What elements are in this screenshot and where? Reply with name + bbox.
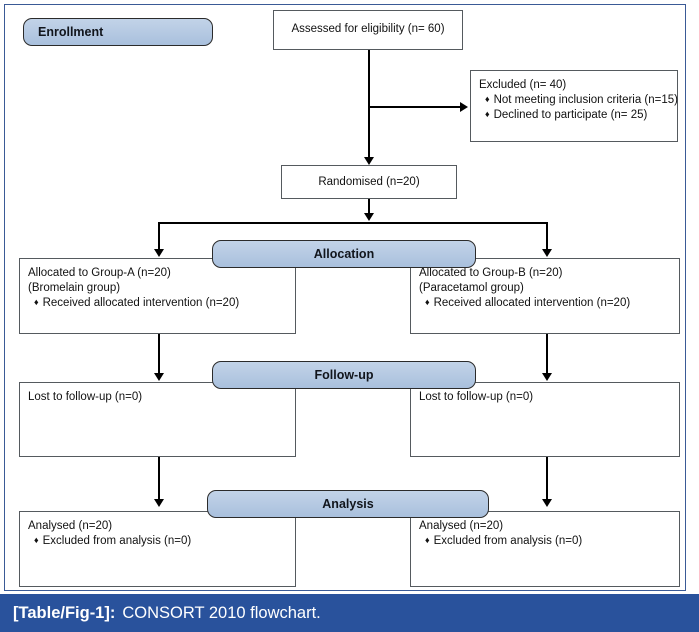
arrowhead-allocation-left <box>154 249 164 257</box>
stage-banner-allocation: Allocation <box>212 240 476 268</box>
figure-caption-text: CONSORT 2010 flowchart. <box>122 603 321 622</box>
figure-caption-bar: [Table/Fig-1]: CONSORT 2010 flowchart. <box>0 594 699 632</box>
node-allocated-group-b-line-1: Allocated to Group-B (n=20) <box>419 267 563 279</box>
node-followup-right: Lost to follow-up (n=0) <box>410 382 680 457</box>
arrowhead-analysis-right <box>542 499 552 507</box>
node-followup-left-line-1: Lost to follow-up (n=0) <box>28 391 143 403</box>
arrowhead-followup-left <box>154 373 164 381</box>
node-assessed-line-1: Assessed for eligibility (n= 60) <box>291 23 445 35</box>
connector-randomised-down <box>368 199 370 219</box>
node-allocated-group-a-bullet-1: Received allocated intervention (n=20) <box>28 296 287 311</box>
arrowhead-followup-right <box>542 373 552 381</box>
node-assessed-for-eligibility: Assessed for eligibility (n= 60) <box>273 10 463 50</box>
connector-allocation-left-drop <box>158 222 160 252</box>
connector-allocation-split <box>158 222 548 224</box>
node-analysis-right-bullet-1: Excluded from analysis (n=0) <box>419 534 671 549</box>
stage-banner-enrollment-label: Enrollment <box>38 25 104 39</box>
stage-banner-followup-label: Follow-up <box>314 368 374 382</box>
node-allocated-group-a-line-2: (Bromelain group) <box>28 282 121 294</box>
figure-caption-tag: [Table/Fig-1]: <box>13 603 116 622</box>
connector-allocation-right-drop <box>546 222 548 252</box>
node-excluded: Excluded (n= 40) Not meeting inclusion c… <box>470 70 678 142</box>
node-allocated-group-a: Allocated to Group-A (n=20) (Bromelain g… <box>19 258 296 334</box>
node-analysis-left-line-1: Analysed (n=20) <box>28 520 113 532</box>
node-analysis-left: Analysed (n=20) Excluded from analysis (… <box>19 511 296 587</box>
stage-banner-analysis-label: Analysis <box>322 497 374 511</box>
node-randomised: Randomised (n=20) <box>281 165 457 199</box>
stage-banner-allocation-label: Allocation <box>313 247 375 261</box>
node-allocated-group-b-bullet-1: Received allocated intervention (n=20) <box>419 296 671 311</box>
node-excluded-line-1: Excluded (n= 40) <box>479 79 567 91</box>
node-analysis-right: Analysed (n=20) Excluded from analysis (… <box>410 511 680 587</box>
connector-followup-to-analysis-right <box>546 457 548 502</box>
arrowhead-randomised-down <box>364 213 374 221</box>
node-excluded-bullet-1: Not meeting inclusion criteria (n=15) <box>479 93 678 108</box>
arrowhead-to-excluded <box>460 102 468 112</box>
arrowhead-analysis-left <box>154 499 164 507</box>
arrowhead-to-randomised <box>364 157 374 165</box>
node-followup-right-line-1: Lost to follow-up (n=0) <box>419 391 534 403</box>
connector-followup-to-analysis-left <box>158 457 160 502</box>
node-analysis-right-line-1: Analysed (n=20) <box>419 520 504 532</box>
stage-banner-followup: Follow-up <box>212 361 476 389</box>
connector-allocation-to-followup-left <box>158 334 160 376</box>
node-analysis-left-bullet-1: Excluded from analysis (n=0) <box>28 534 287 549</box>
node-randomised-line-1: Randomised (n=20) <box>318 176 420 188</box>
stage-banner-enrollment: Enrollment <box>23 18 213 46</box>
stage-banner-analysis: Analysis <box>207 490 489 518</box>
node-allocated-group-b: Allocated to Group-B (n=20) (Paracetamol… <box>410 258 680 334</box>
arrowhead-allocation-right <box>542 249 552 257</box>
node-allocated-group-b-line-2: (Paracetamol group) <box>419 282 524 294</box>
connector-to-excluded <box>368 106 462 108</box>
node-excluded-bullet-2: Declined to participate (n= 25) <box>479 108 669 123</box>
node-allocated-group-a-line-1: Allocated to Group-A (n=20) <box>28 267 171 279</box>
connector-allocation-to-followup-right <box>546 334 548 376</box>
node-followup-left: Lost to follow-up (n=0) <box>19 382 296 457</box>
